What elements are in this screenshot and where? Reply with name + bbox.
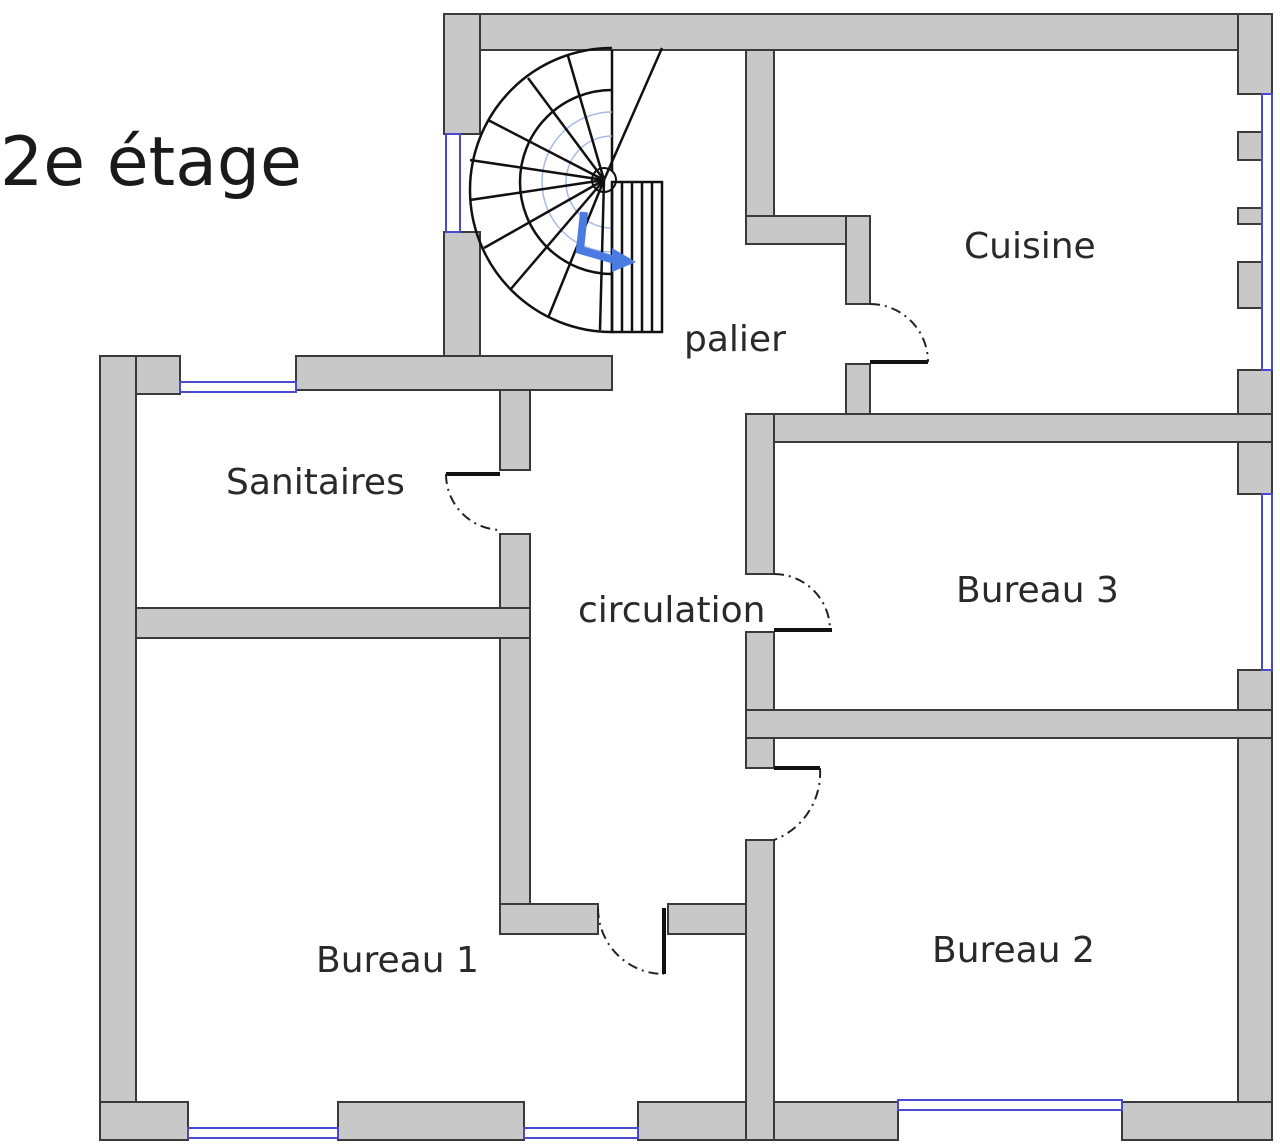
wall-bottom-d xyxy=(1121,1101,1273,1141)
wall-bureau2-left-lower xyxy=(745,839,775,1141)
wall-bureau3-bottom xyxy=(745,709,1273,739)
room-label-bureau3: Bureau 3 xyxy=(956,570,1119,611)
window-stair xyxy=(445,133,461,233)
wall-kitchen-bottom xyxy=(745,413,1273,443)
wall-sanitaires-bottom xyxy=(135,607,531,639)
room-label-cuisine: Cuisine xyxy=(964,226,1096,267)
door-bureau1 xyxy=(597,907,666,975)
window-sanitaires xyxy=(179,381,297,393)
wall-bottom-a xyxy=(99,1101,189,1141)
room-label-sanitaires: Sanitaires xyxy=(226,462,405,503)
door-bureau3 xyxy=(773,573,832,632)
windows xyxy=(179,93,1273,1139)
doors xyxy=(445,303,929,975)
door-cuisine xyxy=(869,303,929,364)
wall-right-pier-3 xyxy=(1237,261,1263,309)
room-label-palier: palier xyxy=(684,319,786,360)
door-bureau2 xyxy=(773,766,822,841)
wall-right-upper xyxy=(1237,13,1273,95)
room-labels: Cuisine palier Sanitaires circulation Bu… xyxy=(226,226,1119,981)
window-bureau1-a xyxy=(187,1127,339,1139)
wall-left xyxy=(99,355,137,1141)
wall-right-pier-1 xyxy=(1237,131,1263,161)
room-label-bureau1: Bureau 1 xyxy=(316,940,479,981)
window-cuisine xyxy=(1261,93,1273,371)
staircase xyxy=(468,46,664,334)
wall-bottom-b xyxy=(337,1101,525,1141)
room-label-bureau2: Bureau 2 xyxy=(932,930,1095,971)
wall-right-lower xyxy=(1237,669,1273,1141)
stair-direction-arrow xyxy=(575,211,624,266)
wall-stair-left-upper xyxy=(443,13,481,135)
room-label-circulation: circulation xyxy=(578,590,765,631)
wall-kitchen-door-jamb xyxy=(845,363,871,415)
wall-bureau3-left-upper xyxy=(745,413,775,575)
window-bureau1-b xyxy=(523,1127,639,1139)
wall-bureau2-left-upper xyxy=(745,737,775,769)
wall-corridor-left xyxy=(499,533,531,935)
wall-top xyxy=(443,13,1273,51)
wall-kitchen-left-lower xyxy=(845,215,871,305)
floor-title: 2e étage xyxy=(0,123,302,202)
wall-left-top-b xyxy=(295,355,613,391)
wall-bureau1-top xyxy=(499,903,599,935)
wall-kitchen-left-upper xyxy=(745,49,775,241)
wall-right-pier-2 xyxy=(1237,207,1263,225)
walls xyxy=(99,13,1273,1141)
wall-sanitaires-upper xyxy=(499,389,531,471)
window-bureau3 xyxy=(1261,493,1273,671)
door-sanitaires xyxy=(445,472,501,531)
window-bureau2 xyxy=(897,1099,1123,1111)
wall-stair-left-lower xyxy=(443,231,481,361)
